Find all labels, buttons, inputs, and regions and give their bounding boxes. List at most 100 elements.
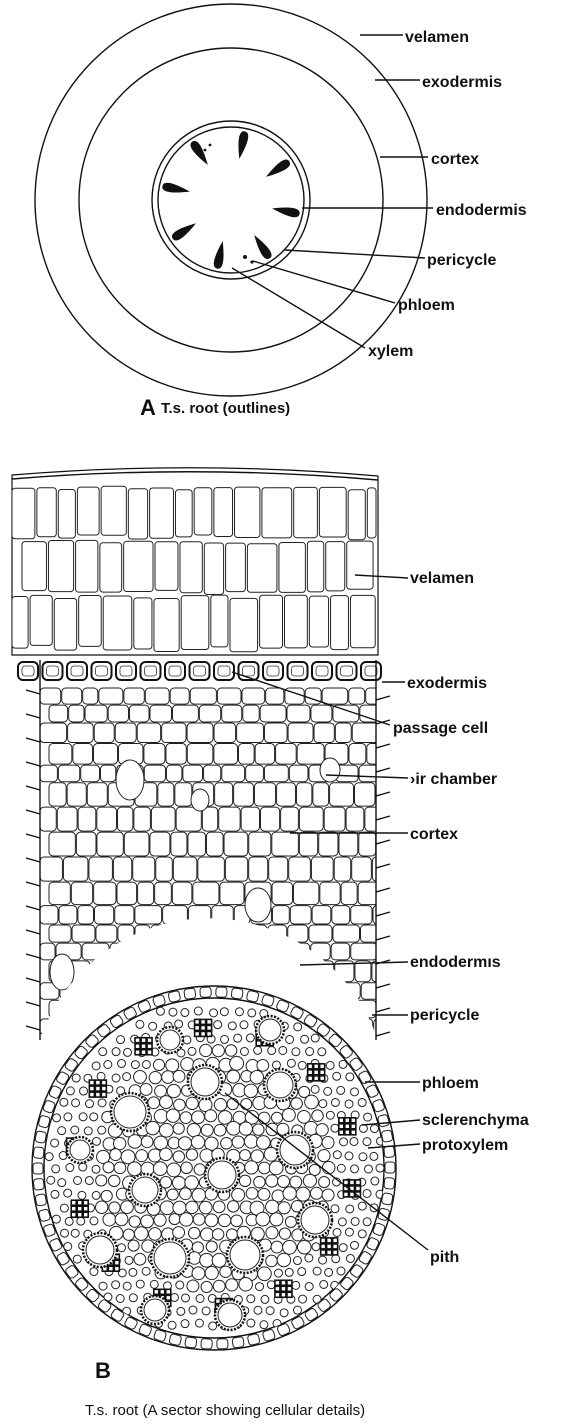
label-b-phloem: phloem [422,1075,479,1092]
velamen-cell [235,487,260,537]
air-chamber [245,888,271,922]
panel-b-letter: B [95,1358,111,1383]
pith-cell [129,1216,140,1227]
pith-cell [364,1113,372,1121]
pith-cell [214,1124,226,1136]
phloem-cell [339,1124,344,1129]
pith-cell [350,1088,358,1096]
pith-cell [332,1255,340,1263]
cortex-cell [69,705,84,722]
cortex-cell [172,705,198,722]
panel-a-letter: A [140,395,156,420]
exodermis-cell [43,662,63,680]
phloem-cell [114,1260,119,1265]
pith-cell [99,1048,107,1056]
pith-cell [225,1045,236,1056]
phloem-cell [89,1092,94,1097]
pith-cell [58,1127,66,1135]
pith-cell [293,1257,301,1265]
pith-cell [234,1034,242,1042]
xylem-vessel [70,1140,90,1160]
phloem-cell [345,1130,350,1135]
pith-cell [210,1009,218,1017]
cortex-cell [202,807,217,831]
endodermis-cell [385,1162,395,1173]
xylem-vessel [218,1303,242,1327]
pith-cell [117,1244,125,1252]
cortex-cell [62,688,82,704]
pith-cell [240,1021,248,1029]
xylem-vessel [154,1242,186,1274]
cortex-cell [352,723,379,743]
air-chamber [50,954,74,990]
pith-cell [227,1121,241,1135]
pith-cell [250,1071,263,1084]
pith-cell [297,1240,311,1254]
pith-cell [258,1162,270,1174]
cortex-cell [40,943,55,960]
pith-cell [287,1059,295,1067]
xylem-vessel [259,1019,281,1041]
phloem-cell [320,1064,325,1069]
cortex-tick [26,810,40,814]
endodermis-cell [247,1333,260,1345]
cortex-cell [346,807,364,831]
phloem-cell [321,1244,326,1249]
cortex-cell [133,857,155,881]
velamen-cell [279,543,305,593]
pith-cell [79,1163,87,1171]
pith-cell [235,1008,243,1016]
cortex-cell [314,723,334,743]
cortex-cell [241,807,259,831]
cortex-cell [171,832,187,856]
cortex-cell [217,688,241,704]
velamen-cell [54,598,76,650]
cortex-tick [26,1002,40,1006]
cortex-cell [272,882,292,904]
pith-cell [363,1218,371,1226]
cortex-cell [99,688,123,704]
pith-cell [212,1253,226,1267]
pith-cell [185,1176,199,1190]
pith-cell [313,1267,321,1275]
pith-cell [305,1254,313,1262]
pith-cell [78,1191,86,1199]
pith-cell [254,1046,262,1054]
pith-cell [322,1189,334,1201]
cortex-cell [242,688,265,704]
pith-cell [186,1149,197,1160]
cortex-cell [58,765,79,782]
label-a-cortex: cortex [431,151,479,168]
cortex-cell [110,943,135,960]
pith-cell [192,1111,205,1124]
pith-cell [79,1113,87,1121]
cortex-cell [246,961,267,982]
pith-cell [261,1295,269,1303]
pith-cell [71,1126,79,1134]
cortex-cell [288,723,313,743]
pith-cell [177,1307,185,1315]
cortex-cell [40,906,58,924]
pith-cell [248,1009,256,1017]
pith-cell [325,1268,333,1276]
pith-cell [363,1138,371,1146]
cortex-cell [255,744,274,765]
cortex-cell [115,906,134,924]
pith-cell [340,1138,348,1146]
pith-cell [333,1228,341,1236]
pith-cell [232,1188,245,1201]
pith-cell [170,1293,178,1301]
cortex-tick [376,936,390,940]
pith-cell [310,1187,322,1199]
cortex-cell [61,1019,79,1035]
cortex-cell [81,765,100,782]
cortex-tick [26,954,40,958]
cortex-cell [225,857,247,881]
cortex-cell [268,925,287,942]
xylem-vessel [230,1240,260,1270]
pith-cell [61,1229,69,1237]
cortex-cell [264,723,287,743]
phloem-cell [83,1206,88,1211]
velamen-cell [22,542,46,591]
cortex-cell [214,723,236,743]
